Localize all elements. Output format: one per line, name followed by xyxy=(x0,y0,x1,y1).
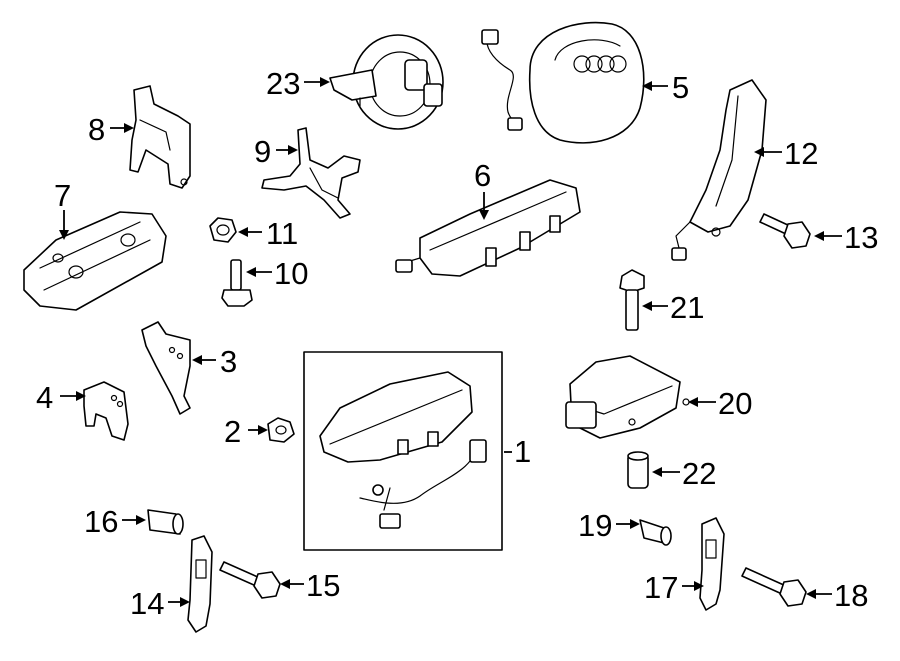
callout-9: 9 xyxy=(254,134,298,169)
part-18-bolt xyxy=(741,567,807,607)
callout-number: 9 xyxy=(254,134,271,169)
part-20-control-module xyxy=(565,355,690,439)
part-16-sensor xyxy=(147,509,184,535)
callout-number: 5 xyxy=(672,70,689,105)
callout-number: 1 xyxy=(514,434,531,469)
callout-number: 7 xyxy=(54,178,71,213)
part-8-bracket xyxy=(129,85,191,189)
part-6-side-airbag-module xyxy=(395,179,581,277)
callout-22: 22 xyxy=(652,456,716,491)
callout-number: 15 xyxy=(306,568,340,603)
part-2-nut xyxy=(267,417,295,443)
callout-6: 6 xyxy=(474,158,491,220)
part-7-passenger-airbag xyxy=(23,211,167,311)
callout-18: 18 xyxy=(806,578,868,613)
part-10-bolt xyxy=(221,259,253,307)
part-1-knee-airbag-box xyxy=(303,351,503,551)
part-9-bracket xyxy=(261,127,361,219)
callout-number: 6 xyxy=(474,158,491,193)
callout-10: 10 xyxy=(246,256,308,291)
part-3-bracket xyxy=(141,321,191,415)
callout-8: 8 xyxy=(88,112,134,147)
callout-number: 17 xyxy=(644,570,678,605)
callout-number: 3 xyxy=(220,344,237,379)
callout-number: 23 xyxy=(266,66,300,101)
callout-2: 2 xyxy=(224,414,268,449)
part-5-driver-airbag xyxy=(481,21,645,144)
part-23-clock-spring xyxy=(329,34,444,130)
callout-7: 7 xyxy=(54,178,71,240)
part-12-curtain-airbag xyxy=(671,79,767,261)
callout-15: 15 xyxy=(280,568,340,603)
part-4-bracket xyxy=(83,381,129,441)
callout-12: 12 xyxy=(754,136,818,171)
callout-number: 18 xyxy=(834,578,868,613)
callout-14: 14 xyxy=(130,586,190,621)
callout-20: 20 xyxy=(688,386,752,421)
callout-21: 21 xyxy=(642,290,704,325)
logo-rings xyxy=(573,55,627,73)
callout-13: 13 xyxy=(814,220,878,255)
callout-23: 23 xyxy=(266,66,330,101)
part-17-impact-sensor xyxy=(699,517,725,611)
callout-1: 1 xyxy=(504,434,531,469)
callout-number: 10 xyxy=(274,256,308,291)
callout-number: 12 xyxy=(784,136,818,171)
part-22-sensor xyxy=(627,451,649,489)
part-15-bolt xyxy=(219,561,281,599)
callout-number: 4 xyxy=(36,380,53,415)
callout-number: 11 xyxy=(266,216,298,251)
callout-3: 3 xyxy=(192,344,237,379)
callout-4: 4 xyxy=(36,380,86,415)
callout-number: 19 xyxy=(578,508,612,543)
part-13-bolt xyxy=(759,213,811,249)
part-14-impact-sensor xyxy=(187,535,213,633)
callout-number: 16 xyxy=(84,504,118,539)
callout-number: 22 xyxy=(682,456,716,491)
callout-number: 20 xyxy=(718,386,752,421)
callout-number: 14 xyxy=(130,586,164,621)
callout-number: 13 xyxy=(844,220,878,255)
callout-16: 16 xyxy=(84,504,146,539)
callout-number: 21 xyxy=(670,290,704,325)
callout-17: 17 xyxy=(644,570,704,605)
callout-number: 2 xyxy=(224,414,241,449)
part-19-sensor xyxy=(639,519,672,546)
callout-19: 19 xyxy=(578,508,640,543)
callout-5: 5 xyxy=(642,70,689,105)
callout-11: 11 xyxy=(238,216,298,251)
callout-number: 8 xyxy=(88,112,105,147)
part-21-bolt xyxy=(619,269,645,331)
part-11-nut xyxy=(209,217,237,243)
